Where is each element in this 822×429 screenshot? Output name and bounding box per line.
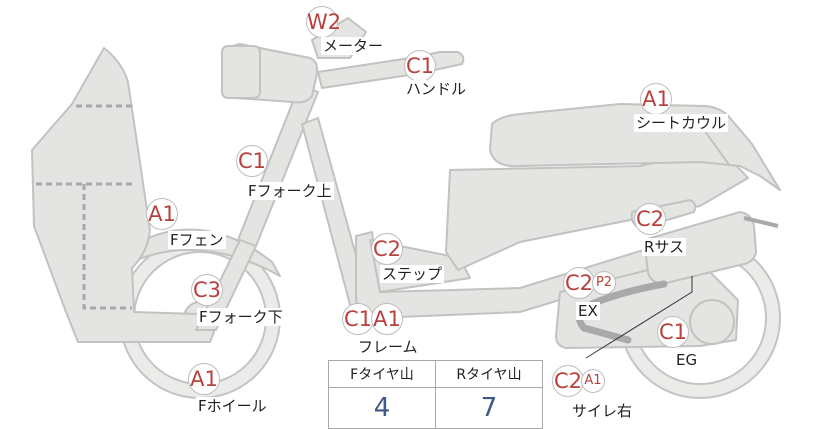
r-sus-rating: C2 bbox=[634, 203, 666, 235]
f-wheel-rating: A1 bbox=[188, 363, 220, 395]
rating-badge: C2 bbox=[563, 267, 595, 299]
step-label: ステップ bbox=[380, 265, 445, 283]
rating-badge: C1 bbox=[342, 303, 374, 335]
r-sus-label: Rサス bbox=[642, 238, 687, 256]
front-tire-tread-header: Fタイヤ山 bbox=[328, 360, 436, 388]
front-body-shape bbox=[31, 47, 215, 343]
handle-rating: C1 bbox=[404, 50, 436, 82]
handle-label: ハンドル bbox=[404, 80, 469, 98]
front-fender-shape bbox=[127, 228, 281, 277]
ex-rating: C2 P2 bbox=[563, 267, 616, 299]
rear-tire-tread-value: 7 bbox=[435, 387, 543, 429]
seat-cowl-label: シートカウル bbox=[634, 114, 729, 132]
eg-rating: C1 bbox=[657, 316, 689, 348]
f-fender-rating: A1 bbox=[146, 198, 178, 230]
rating-badge-small: A1 bbox=[581, 369, 605, 393]
f-fork-lower-rating: C3 bbox=[191, 274, 223, 306]
eg-label: EG bbox=[674, 351, 700, 369]
rating-badge: A1 bbox=[188, 363, 220, 395]
rating-badge: C1 bbox=[657, 316, 689, 348]
rating-badge: C2 bbox=[634, 203, 666, 235]
rating-badge: C2 bbox=[552, 365, 584, 397]
rating-badge: A1 bbox=[146, 198, 178, 230]
rating-badge: C1 bbox=[236, 145, 268, 177]
rear-tire-tread-header: Rタイヤ山 bbox=[435, 360, 543, 388]
f-fork-upper-label: Fフォーク上 bbox=[246, 182, 334, 200]
muffler-right-label: サイレ右 bbox=[570, 402, 635, 420]
rating-badge: C2 bbox=[371, 233, 403, 265]
rating-badge: C1 bbox=[404, 50, 436, 82]
ex-label: EX bbox=[576, 302, 600, 320]
muffler-right-rating: C2 A1 bbox=[552, 365, 605, 397]
muffler-leader-line bbox=[585, 276, 693, 359]
f-fork-lower-label: Fフォーク下 bbox=[197, 308, 285, 326]
front-tire-tread-value: 4 bbox=[328, 387, 436, 429]
meter-rating: W2 bbox=[306, 6, 341, 38]
rating-badge: W2 bbox=[306, 6, 341, 38]
meter-label: メーター bbox=[321, 37, 386, 55]
frame-label: フレーム bbox=[356, 338, 420, 356]
f-fender-label: Fフェン bbox=[168, 231, 226, 249]
f-fork-upper-rating: C1 bbox=[236, 145, 268, 177]
rating-badge: A1 bbox=[640, 83, 672, 115]
airbox-shape bbox=[643, 211, 757, 285]
step-rating: C2 bbox=[371, 233, 403, 265]
rating-badge: C3 bbox=[191, 274, 223, 306]
rating-badge-small: P2 bbox=[592, 271, 616, 295]
seat-cowl-rating: A1 bbox=[640, 83, 672, 115]
rating-badge: A1 bbox=[371, 303, 403, 335]
frame-rating: C1 A1 bbox=[342, 303, 403, 335]
tire-tread-table: Fタイヤ山 Rタイヤ山 4 7 bbox=[328, 360, 543, 429]
f-wheel-label: Fホイール bbox=[196, 397, 269, 415]
